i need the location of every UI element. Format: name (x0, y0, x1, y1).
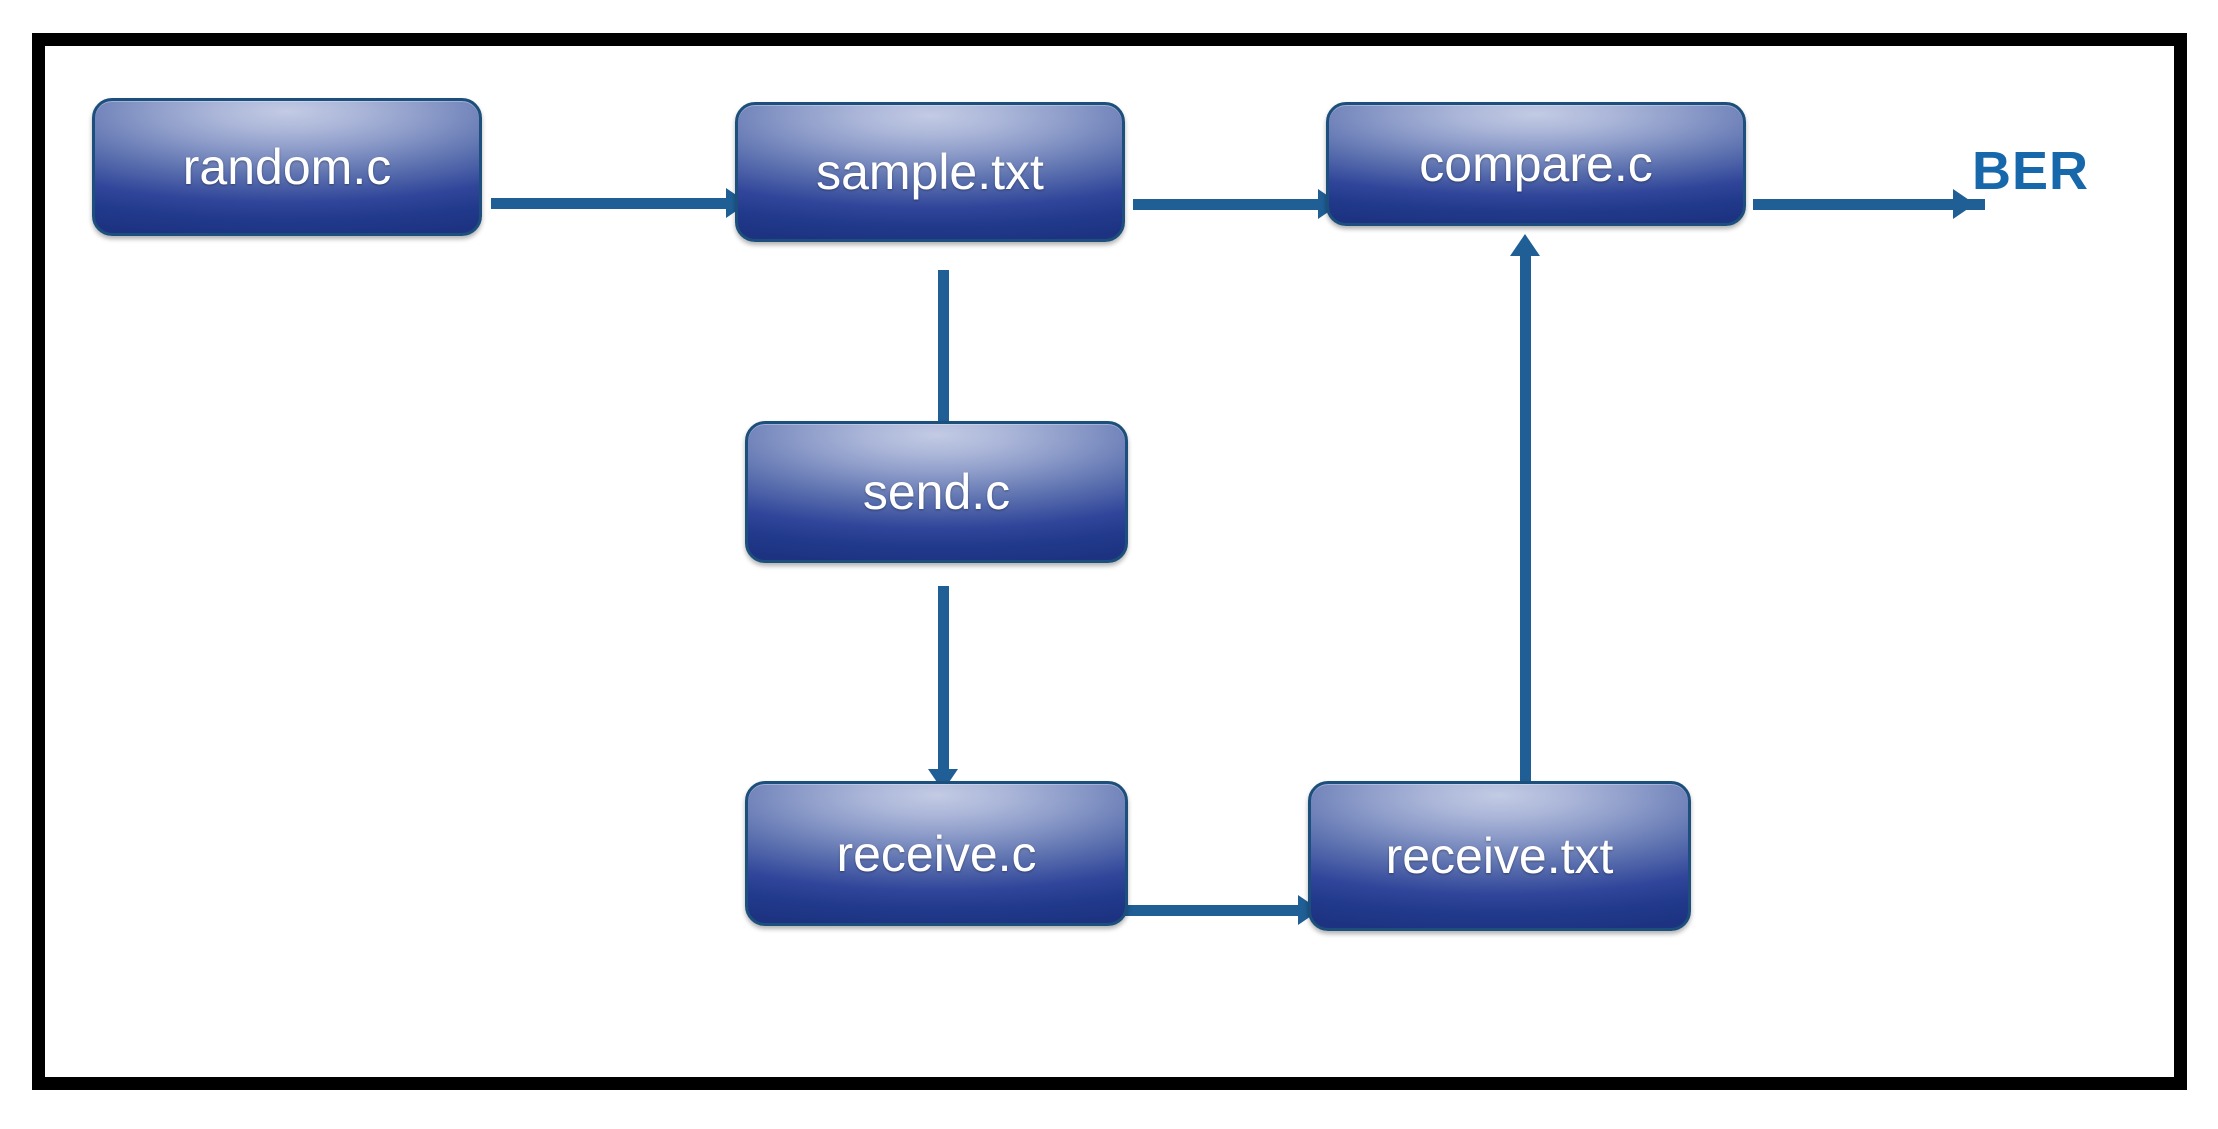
edge-compare-to-ber-arrowhead (1953, 189, 1975, 219)
node-label-sample-txt: sample.txt (816, 144, 1044, 200)
node-send-c[interactable]: send.c (745, 421, 1128, 563)
edge-sample-to-send-line (938, 270, 949, 460)
diagram-frame: random.c sample.txt compare.c send.c rec… (32, 33, 2187, 1090)
node-sample-txt[interactable]: sample.txt (735, 102, 1125, 242)
node-label-receive-c: receive.c (836, 825, 1037, 882)
node-label-receive-txt: receive.txt (1385, 828, 1614, 884)
edge-receivetxt-to-compare-arrowhead (1510, 234, 1540, 256)
node-receive-c[interactable]: receive.c (745, 781, 1128, 926)
node-label-random-c: random.c (182, 139, 392, 195)
edge-send-to-receive-line (938, 586, 949, 791)
node-compare-c[interactable]: compare.c (1326, 102, 1746, 226)
edge-receivetxt-to-compare-line (1520, 251, 1531, 816)
output-label-ber: BER (1972, 141, 2090, 201)
edge-sample-to-compare-line (1133, 199, 1350, 210)
edge-random-to-sample-line (491, 198, 757, 209)
edge-receive-to-receivetxt-line (1123, 905, 1328, 916)
node-label-compare-c: compare.c (1419, 136, 1653, 192)
node-label-send-c: send.c (862, 464, 1011, 520)
node-receive-txt[interactable]: receive.txt (1308, 781, 1691, 931)
edge-compare-to-ber-line (1753, 199, 1985, 210)
node-random-c[interactable]: random.c (92, 98, 482, 236)
